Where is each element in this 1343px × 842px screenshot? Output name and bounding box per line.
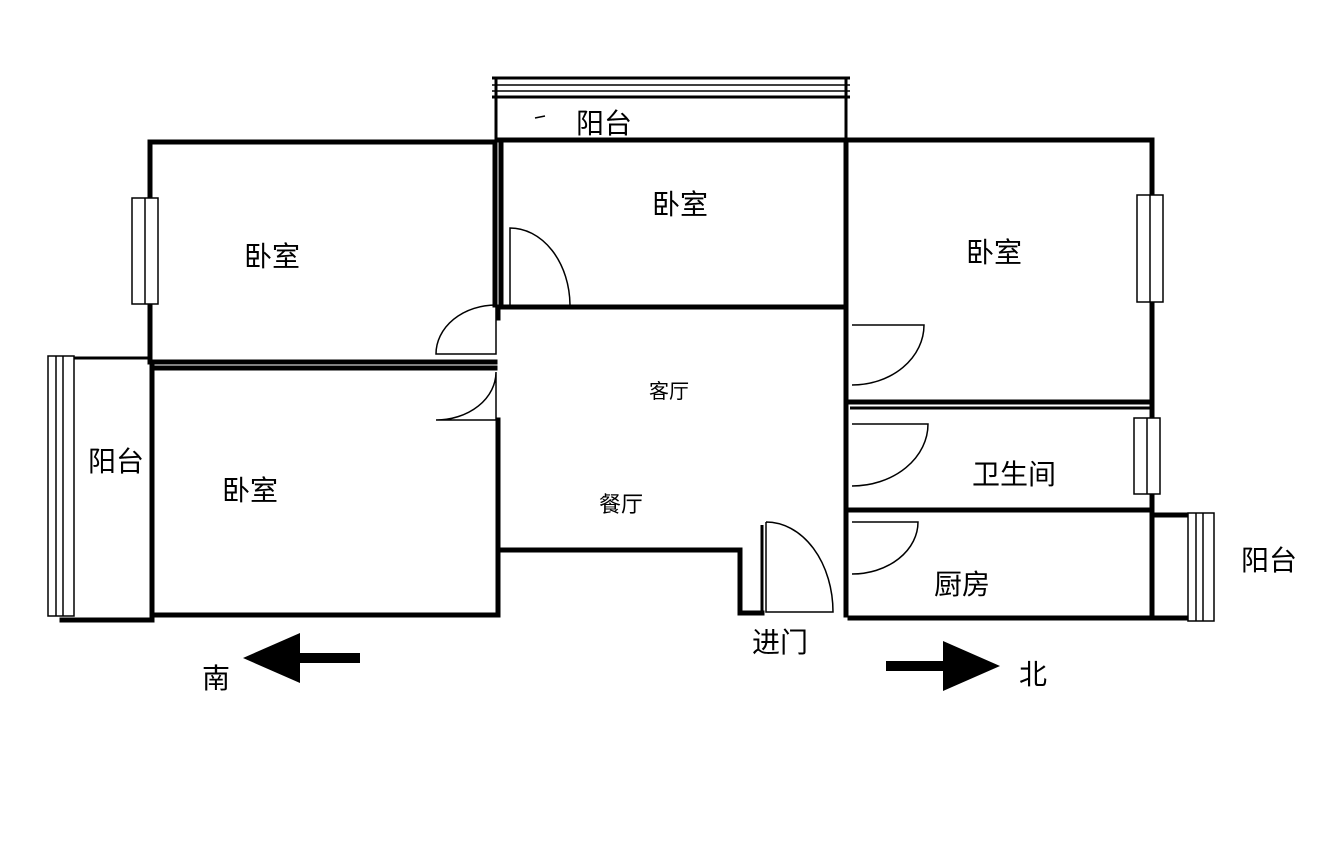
room-label-bedroom-bottom-left: 卧室 <box>222 474 278 507</box>
room-label-balcony-left: 阳台 <box>88 445 144 478</box>
room-label-living-room: 客厅 <box>649 379 689 403</box>
door-bottom-left-bedroom <box>435 371 497 421</box>
window-left-balcony <box>47 355 75 617</box>
walls <box>59 137 1193 623</box>
room-label-balcony-right: 阳台 <box>1241 544 1297 577</box>
door-top-left-bedroom <box>435 304 497 355</box>
door-kitchen <box>851 521 919 575</box>
south-arrow-icon <box>243 633 360 683</box>
door-right-bedroom <box>851 324 925 386</box>
windows <box>47 194 1215 622</box>
room-label-balcony-top: 阳台 <box>576 107 632 140</box>
compass-south-label: 南 <box>202 662 230 695</box>
room-label-bedroom-top-left: 卧室 <box>244 240 300 273</box>
compass-north-label: 北 <box>1019 658 1047 691</box>
door-top-center-bedroom <box>509 227 571 306</box>
room-label-bedroom-top-right: 卧室 <box>966 236 1022 269</box>
entrance-label: 进门 <box>752 626 808 659</box>
window-right-balcony <box>1187 512 1215 622</box>
room-label-bedroom-top-center: 卧室 <box>652 188 708 221</box>
room-label-bathroom: 卫生间 <box>972 458 1056 491</box>
balcony-top-railing <box>492 76 850 140</box>
door-entrance <box>765 521 834 613</box>
north-arrow-icon <box>886 641 1000 691</box>
doors <box>435 227 929 613</box>
room-label-kitchen: 厨房 <box>934 568 990 601</box>
door-bathroom <box>851 423 929 487</box>
room-label-dining-room: 餐厅 <box>599 493 643 518</box>
